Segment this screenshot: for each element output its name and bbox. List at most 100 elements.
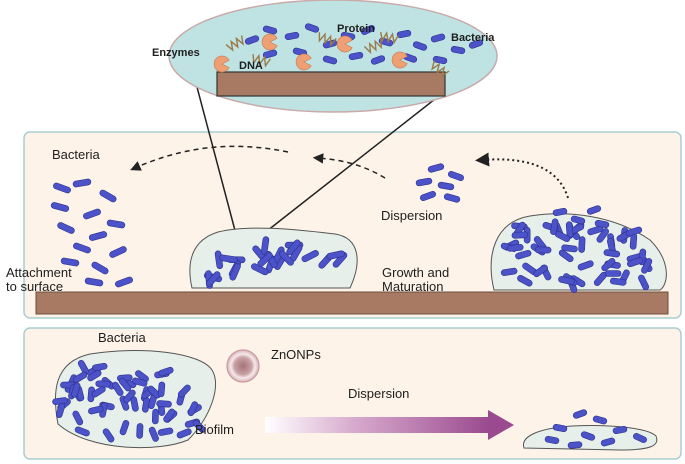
bacterium	[229, 262, 241, 281]
inset-bacterium	[304, 23, 320, 33]
inset-bacterium	[322, 55, 338, 65]
enzyme-icon	[213, 55, 230, 73]
bacterium	[55, 402, 66, 418]
label-znonps: ZnONPs	[271, 347, 321, 362]
dispersed-bacterium	[427, 163, 445, 173]
bacterium	[91, 362, 108, 372]
bacterium	[586, 205, 602, 215]
bacterium	[603, 249, 621, 258]
bacterium	[157, 381, 166, 398]
bacterium	[158, 366, 174, 377]
bacterium	[594, 220, 610, 228]
label-top-bacteria: Bacteria	[52, 147, 100, 162]
inset-bacterium	[262, 25, 278, 35]
free-bacterium	[72, 178, 92, 188]
dispersed-bacterium	[443, 193, 461, 203]
bacterium	[301, 250, 319, 263]
inset-bacterium	[348, 52, 364, 60]
dispersed-bacterium	[448, 170, 464, 182]
label-bottom-dispersion: Dispersion	[348, 386, 410, 401]
bacterium	[135, 370, 149, 383]
residual-bacterium	[592, 415, 608, 425]
bacterium	[205, 271, 221, 287]
label-bottom-bacteria: Bacteria	[98, 330, 146, 345]
inset-bacterium	[432, 56, 448, 64]
residual-bacterium	[572, 409, 588, 419]
bacterium	[558, 249, 574, 263]
label-enzymes: Enzymes	[152, 47, 200, 59]
surface	[35, 291, 669, 315]
bacterium	[515, 249, 532, 260]
bacterium	[577, 260, 594, 271]
bacterium	[625, 226, 643, 237]
bacterium	[286, 239, 301, 256]
enzyme-icon	[391, 51, 408, 69]
bacterium	[500, 267, 518, 276]
bacterium	[148, 426, 159, 442]
free-bacterium	[57, 222, 75, 234]
residual-bacterium	[600, 437, 616, 447]
bacterium	[596, 228, 610, 243]
label-biofilm: Biofilm	[195, 422, 235, 437]
free-bacterium	[91, 261, 109, 275]
bacterium	[72, 371, 88, 383]
dna-strand-icon	[252, 53, 271, 68]
inset-bacterium	[284, 32, 300, 40]
bacterium	[176, 428, 192, 439]
inset-bacterium	[430, 33, 446, 43]
free-bacterium	[109, 246, 127, 258]
residual-bacterium	[552, 424, 568, 432]
enzyme-icon	[336, 35, 353, 53]
bacterium	[570, 215, 586, 225]
bacterium	[326, 250, 345, 260]
bacterium	[95, 380, 112, 388]
bacterium	[74, 426, 90, 437]
free-bacterium	[88, 231, 108, 241]
bacterium	[506, 244, 524, 252]
free-bacterium	[73, 242, 91, 254]
dispersion-arrow-left	[130, 145, 289, 171]
bacterium	[157, 427, 174, 436]
bacterium	[119, 420, 130, 436]
enzyme-icon	[295, 53, 312, 71]
bacterium	[565, 221, 574, 238]
inset-bacterium	[396, 30, 412, 38]
free-bacterium	[106, 219, 126, 229]
bacterium	[604, 270, 622, 277]
free-bacterium	[50, 202, 70, 212]
dna-strand-icon	[225, 35, 244, 52]
inset-bacterium	[370, 55, 386, 65]
inset-surface	[216, 71, 446, 97]
bacterium	[91, 385, 106, 398]
bacterium	[132, 377, 148, 387]
free-bacterium	[84, 277, 104, 287]
label-inset-bacteria: Bacteria	[451, 32, 495, 44]
bacterium	[151, 408, 159, 425]
dispersion-arrow-right	[475, 152, 569, 199]
bacterium	[609, 277, 627, 286]
bacterium	[561, 244, 578, 253]
inset-bacterium	[262, 49, 278, 59]
dispersion-arrow-middle	[312, 153, 386, 179]
bacterium	[260, 236, 270, 255]
label-protein: Protein	[337, 23, 375, 35]
label-top-dispersion: Dispersion	[381, 208, 443, 223]
bacterium	[578, 236, 586, 253]
free-bacterium	[115, 276, 133, 288]
inset-bacterium	[450, 46, 466, 54]
bacterium	[587, 225, 604, 236]
bacterium	[638, 274, 650, 291]
inset-bacterium	[361, 25, 375, 35]
residual-bacterium	[633, 433, 647, 443]
label-growth: Growth and Maturation	[382, 265, 450, 294]
bacterium	[550, 218, 559, 235]
bacterium	[136, 423, 144, 439]
znonp-particle	[226, 349, 260, 383]
dispersed-bacterium	[415, 177, 433, 187]
bacterium	[71, 382, 81, 398]
dna-strand-icon	[431, 60, 450, 78]
free-bacterium	[53, 182, 71, 194]
enzyme-icon	[261, 33, 278, 51]
zoom-line-left	[192, 71, 238, 239]
dispersed-bacterium	[437, 181, 455, 191]
